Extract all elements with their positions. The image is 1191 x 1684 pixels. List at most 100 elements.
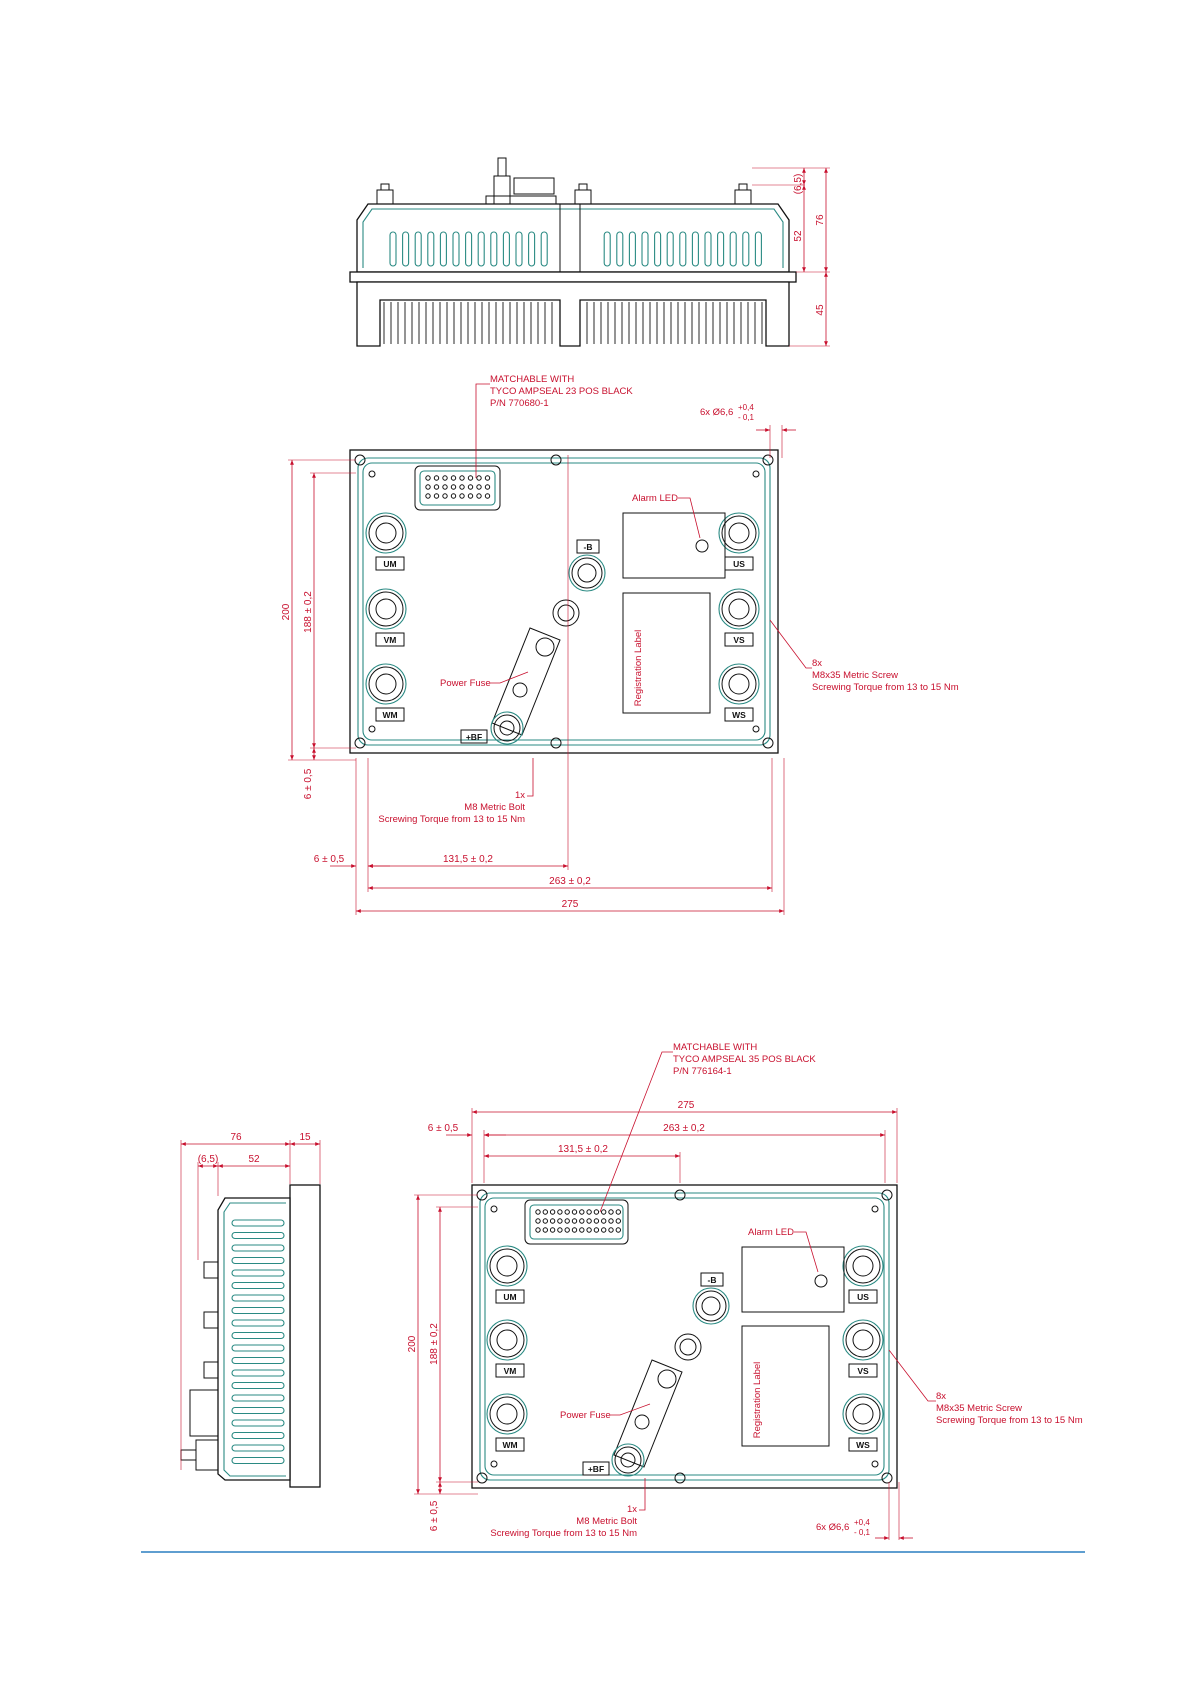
cooling-fin <box>231 1356 285 1365</box>
connector-pin <box>433 493 440 499</box>
cooling-fin <box>439 231 447 267</box>
connector-pin <box>450 484 457 490</box>
cooling-fin <box>452 231 460 267</box>
cooling-fin <box>628 231 636 267</box>
cooling-fin <box>231 1394 285 1402</box>
cooling-fin <box>717 231 725 267</box>
dim-v2-6-top: 6 ± 0,5 <box>428 1123 459 1134</box>
cooling-fin <box>231 1431 285 1440</box>
terminal-ws-label: WS <box>732 710 746 720</box>
bolt-note-line2: M8 Metric Bolt <box>464 802 525 813</box>
connector-pin <box>593 1227 600 1233</box>
terminal-um-label: UM <box>503 1292 516 1302</box>
cooling-fin <box>704 231 712 267</box>
connector-pin <box>608 1218 614 1224</box>
cooling-fin <box>389 231 397 267</box>
terminal-um-label: UM <box>383 559 396 569</box>
connector-pin <box>535 1209 541 1215</box>
connector-pin <box>557 1209 563 1215</box>
cooling-fin <box>414 231 422 267</box>
connector-pin <box>459 484 465 490</box>
dim-v1-131: 131,5 ± 0,2 <box>443 854 493 865</box>
cooling-fin <box>641 231 649 267</box>
connector-pin <box>542 1227 548 1233</box>
connector-note-line2: TYCO AMPSEAL 35 POS BLACK <box>673 1054 816 1065</box>
dim-v2-200: 200 <box>407 1335 418 1352</box>
cooling-fin <box>603 231 611 267</box>
alarm-led <box>814 1274 828 1288</box>
registration-label-area <box>741 1325 830 1447</box>
connector-note-line2: TYCO AMPSEAL 23 POS BLACK <box>490 386 633 397</box>
connector-pin <box>608 1209 614 1215</box>
connector-pin <box>593 1209 600 1215</box>
cooling-fin <box>231 1344 285 1352</box>
terminal-pos-bf-label: +BF <box>466 732 482 742</box>
terminal-ws-label: WS <box>856 1440 870 1450</box>
connector-pin <box>433 475 440 481</box>
connector-note-line3: P/N 776164-1 <box>673 1066 732 1077</box>
alarm-led-window <box>622 512 726 579</box>
screw-note-line2: M8x35 Metric Screw <box>812 670 898 681</box>
cooling-fin <box>231 1219 285 1227</box>
connector-pin <box>564 1227 570 1233</box>
connector-pin <box>484 475 491 481</box>
dim-v1-200: 200 <box>281 603 292 620</box>
dim-side-52: 52 <box>248 1154 260 1165</box>
cooling-fin <box>231 1419 285 1427</box>
dim-v1-263: 263 ± 0,2 <box>549 876 591 887</box>
dim-v1-275: 275 <box>562 899 579 910</box>
terminal-vm-label: VM <box>504 1366 517 1376</box>
cooling-fin <box>231 1256 285 1265</box>
terminal-vs-label: VS <box>733 635 745 645</box>
connector-pin <box>615 1209 621 1215</box>
dim-side-15: 15 <box>299 1132 311 1143</box>
connector-pin <box>557 1218 563 1224</box>
power-fuse <box>490 627 561 745</box>
connector-pin <box>549 1209 556 1215</box>
terminal-wm-label: WM <box>382 710 397 720</box>
connector-pin <box>425 493 431 499</box>
cooling-fin <box>231 1269 285 1277</box>
connector-pin <box>579 1227 585 1233</box>
connector-note-line1: MATCHABLE WITH <box>673 1042 757 1053</box>
connector-pin <box>467 493 474 499</box>
connector-pin <box>450 493 457 499</box>
dim-v1-188: 188 ± 0,2 <box>303 591 314 633</box>
terminal-vm-label: VM <box>384 635 397 645</box>
top-elevation-view: (6,5) 52 76 45 <box>349 157 830 347</box>
cooling-fin <box>231 1244 285 1252</box>
connector-pin <box>484 493 491 499</box>
registration-label-area <box>622 592 711 714</box>
connector-pin <box>593 1218 600 1224</box>
registration-label-text: Registration Label <box>752 1362 763 1439</box>
hole-spec-plus: +0,4 <box>738 403 754 412</box>
connector-note-line1: MATCHABLE WITH <box>490 374 574 385</box>
dim-v1-6-bottom: 6 ± 0,5 <box>314 854 345 865</box>
dim-v2-6-left: 6 ± 0,5 <box>429 1500 440 1531</box>
connector-pin <box>586 1218 592 1224</box>
terminal-us-label: US <box>857 1292 869 1302</box>
bolt-note-line3: Screwing Torque from 13 to 15 Nm <box>490 1528 637 1539</box>
dim-side-6-5: (6,5) <box>198 1154 219 1165</box>
dim-v2-188: 188 ± 0,2 <box>429 1323 440 1365</box>
bolt-note-line1: 1x <box>515 790 525 801</box>
screw-note-line1: 8x <box>936 1391 946 1402</box>
connector-pin <box>450 475 457 481</box>
terminal-wm-label: WM <box>502 1440 517 1450</box>
alarm-led-note: Alarm LED <box>748 1227 794 1238</box>
cooling-fin <box>231 1306 285 1315</box>
dim-top-45: 45 <box>815 304 826 316</box>
bolt-note-line2: M8 Metric Bolt <box>576 1516 637 1527</box>
connector-pin <box>586 1209 592 1215</box>
connector-pin <box>459 475 465 481</box>
cooling-fin <box>231 1456 285 1465</box>
connector-note-line3: P/N 770680-1 <box>490 398 549 409</box>
connector-pin <box>433 484 440 490</box>
dim-v2-275: 275 <box>678 1100 695 1111</box>
registration-label-text: Registration Label <box>633 630 644 707</box>
hole-spec-plus: +0,4 <box>854 1518 870 1527</box>
cooling-fin <box>490 231 498 267</box>
ampseal-35-connector <box>524 1199 629 1245</box>
power-fuse-note: Power Fuse <box>440 678 491 689</box>
connector-pin <box>442 484 448 490</box>
